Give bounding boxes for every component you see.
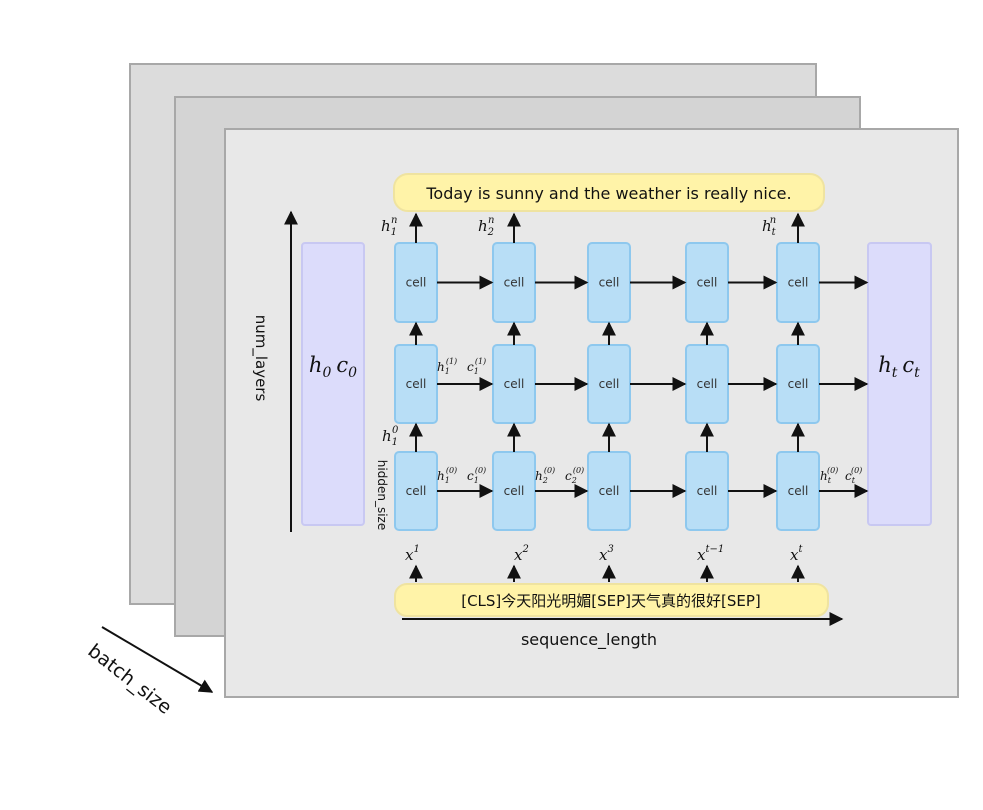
input-label-t-minus-1: xt−1 xyxy=(697,544,724,564)
lstm-cell-label: cell xyxy=(788,377,809,391)
batch-size-axis-arrow xyxy=(101,626,214,693)
bottom-hidden-label-t: ht(0) xyxy=(820,466,838,485)
lstm-cell-label: cell xyxy=(788,276,809,290)
lstm-cell-label: cell xyxy=(599,377,620,391)
batch-size-label: batch_size xyxy=(84,640,176,719)
final-state-box xyxy=(867,242,932,526)
bottom-cell-label-1: c1(0) xyxy=(467,466,486,485)
lstm-cell-label: cell xyxy=(504,484,525,498)
lstm-cell-label: cell xyxy=(599,484,620,498)
output-sentence: Today is sunny and the weather is really… xyxy=(425,184,791,203)
lstm-cell-label: cell xyxy=(406,484,427,498)
initial-state-box xyxy=(301,242,365,526)
lstm-cell-label: cell xyxy=(697,377,718,391)
bottom-cell-label-t: ct(0) xyxy=(845,466,862,485)
input-sentence-banner xyxy=(394,583,829,617)
num-layers-label: num_layers xyxy=(251,315,270,402)
top-output-label-t: htn xyxy=(762,215,777,238)
lstm-cell-label: cell xyxy=(504,276,525,290)
mid-hidden-label: h1(1) xyxy=(437,357,457,376)
hidden-size-label: hidden_size xyxy=(375,460,389,530)
input-label-3: x3 xyxy=(599,544,614,564)
input-label-2: x2 xyxy=(514,544,529,564)
layer0-output-label: h10 xyxy=(382,425,399,448)
sequence-length-label: sequence_length xyxy=(521,630,657,650)
lstm-cell-label: cell xyxy=(599,276,620,290)
lstm-cell-label: cell xyxy=(697,276,718,290)
mid-cell-label: c1(1) xyxy=(467,357,486,376)
bottom-cell-label-2: c2(0) xyxy=(565,466,584,485)
lstm-cell-label: cell xyxy=(406,377,427,391)
lstm-cell-label: cell xyxy=(697,484,718,498)
top-output-label-1: h1n xyxy=(381,215,398,238)
lstm-cell-label: cell xyxy=(504,377,525,391)
cell-grid: cell cell cell cell cell cell cell cell cell cell… xyxy=(394,242,820,531)
output-sentence-banner xyxy=(393,173,825,212)
bottom-hidden-label-2: h2(0) xyxy=(535,466,555,485)
input-sentence: [CLS]今天阳光明媚[SEP]天气真的很好[SEP] xyxy=(461,592,761,610)
lstm-cell-label: cell xyxy=(406,276,427,290)
lstm-cell-label: cell xyxy=(788,484,809,498)
input-label-1: x1 xyxy=(405,544,420,564)
bottom-hidden-label-1: h1(0) xyxy=(437,466,457,485)
top-output-label-2: h2n xyxy=(478,215,495,238)
input-label-t: xt xyxy=(790,544,803,564)
connection-arrows xyxy=(409,212,869,582)
